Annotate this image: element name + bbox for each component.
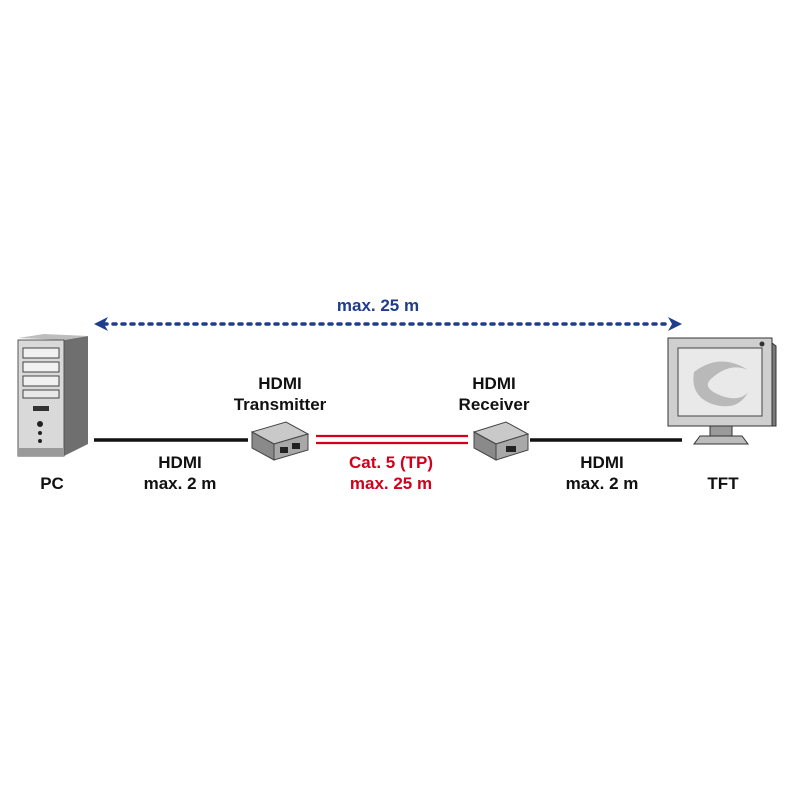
cat5-line1: Cat. 5 (TP) (348, 453, 434, 472)
tft-label: TFT (707, 474, 739, 493)
hdmi-right-label: HDMI max. 2 m (542, 452, 662, 494)
pc-label: PC (40, 474, 64, 493)
transmitter-title: HDMI Transmitter (228, 373, 332, 415)
hdmi-left-line1: HDMI (158, 453, 202, 472)
transmitter-line2: Transmitter (233, 395, 327, 414)
hdmi-left-label: HDMI max. 2 m (120, 452, 240, 494)
receiver-line1: HDMI (472, 374, 516, 393)
transmitter-line1: HDMI (258, 374, 302, 393)
distance-arrow (94, 317, 682, 331)
hdmi-left-line2: max. 2 m (143, 474, 217, 493)
hdmi-right-line2: max. 2 m (565, 474, 639, 493)
receiver-title: HDMI Receiver (442, 373, 546, 415)
cat5-cable (316, 434, 468, 445)
receiver-line2: Receiver (458, 395, 530, 414)
cat5-label: Cat. 5 (TP) max. 25 m (326, 452, 456, 494)
cat5-line2: max. 25 m (349, 474, 433, 493)
receiver-device-icon (472, 421, 530, 461)
hdmi-right-line1: HDMI (580, 453, 624, 472)
tft-monitor-icon (667, 337, 777, 445)
transmitter-device-icon (250, 421, 310, 461)
pc-tower-icon (17, 334, 88, 457)
total-distance-label: max. 25 m (336, 296, 420, 315)
